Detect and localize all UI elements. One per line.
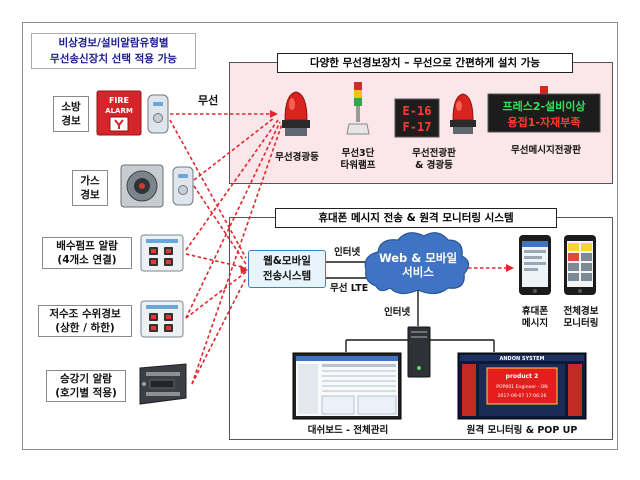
source-water-label: 저수조 수위경보(상한 / 하한) [38,305,132,337]
wireless-beacon-device [279,84,313,138]
fire-alarm-device: FIRE ALARM [96,90,142,136]
fire-alarm-text-2: ALARM [105,107,133,115]
phone-message [518,234,552,296]
output-caption-4: 무선메시지전광판 [511,145,581,156]
lte-label: 무선 LTE [330,283,369,294]
popup-line-2: POP001 Engineer - ON [496,384,547,390]
remote-monitor-screen: ANDON SYSTEM product 2 POP001 Engineer -… [457,352,587,420]
water-alarm-module [140,300,184,338]
tower-lamp-device [345,80,371,140]
transmitter-gas [172,166,194,206]
fire-alarm-text-1: FIRE [109,96,129,105]
phone-monitoring [563,234,597,296]
elevator-alarm-module [134,362,190,406]
beacon-with-board [448,88,478,136]
remote-caption: 원격 모니터링 & POP UP [466,425,578,436]
led-small-text-1: E-16 [403,104,432,118]
internet-label-2: 인터넷 [384,307,411,318]
source-pump-label: 배수펌프 알람(4개소 연결) [42,237,132,269]
transmitter-fire [147,94,169,134]
popup-line-1: product 2 [506,373,539,380]
led-message-board: 프레스2-설비이상 용접1-자재부족 [487,84,601,134]
led-board-small: E-16 F-17 [394,98,440,138]
output-caption-3: 무선전광판& 경광등 [412,148,456,171]
server-tower [407,326,431,378]
led-big-text-1: 프레스2-설비이상 [502,99,585,113]
led-big-text-2: 용접1-자재부족 [508,115,581,129]
source-elevator-label: 승강기 알람(호기별 적용) [46,370,126,402]
internet-label-1: 인터넷 [334,247,361,258]
gas-detector-device [120,164,164,208]
dashboard-monitor [292,352,402,420]
popup-header: ANDON SYSTEM [499,356,544,362]
popup-line-3: 2017-09-07 17:06:26 [498,393,547,399]
monitoring-section-title: 휴대폰 메시지 전송 & 원격 모니터링 시스템 [275,208,557,228]
pump-alarm-module [140,234,184,272]
led-small-text-2: F-17 [403,120,432,134]
wireless-section-title: 다양한 무선경보장치 – 무선으로 간편하게 설치 가능 [277,53,573,73]
dashboard-caption: 대쉬보드 - 전체관리 [307,425,389,436]
left-title: 비상경보/설비알람유형별 무선송신장치 선택 적용 가능 [31,33,196,69]
wireless-label: 무선 [198,94,219,107]
output-caption-1: 무선경광등 [275,152,319,163]
